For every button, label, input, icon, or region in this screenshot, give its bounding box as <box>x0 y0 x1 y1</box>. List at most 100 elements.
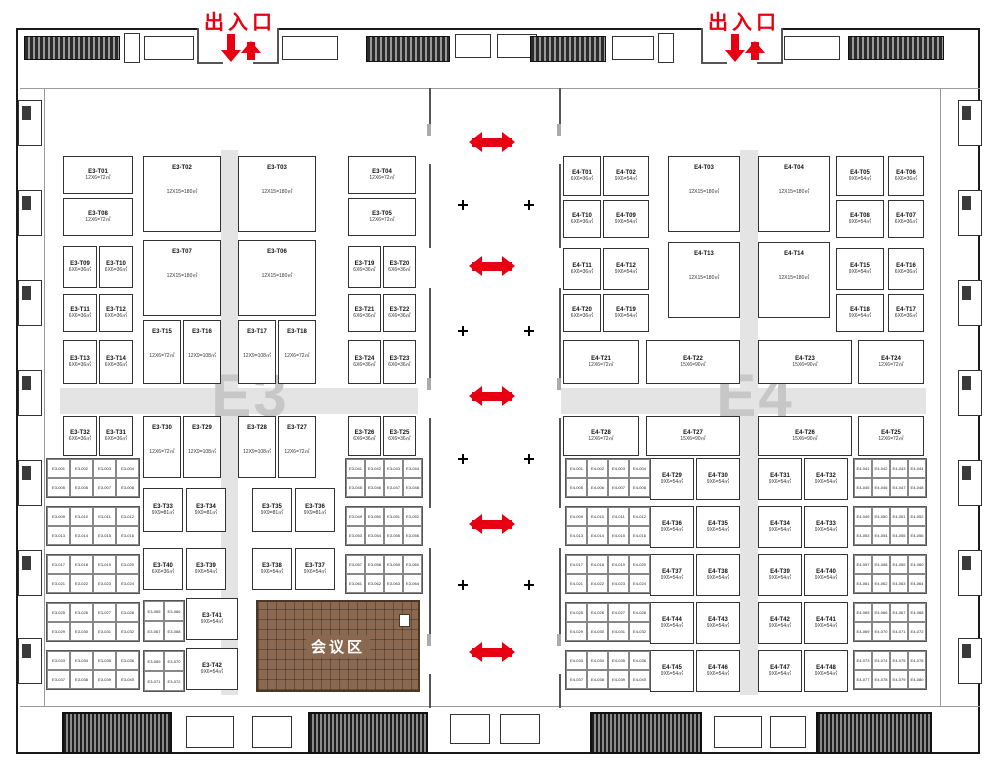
door-opening <box>555 508 565 548</box>
booth-id: E4-T31 <box>770 473 790 479</box>
booth-size: 12X6=72㎡ <box>369 175 395 181</box>
booth-id: E3-T23 <box>389 356 410 362</box>
booth-id: E3-T06 <box>267 249 287 255</box>
booth-id: E3-T01 <box>88 169 108 175</box>
booth-E4-064: E4-064 <box>908 574 926 593</box>
booth-id: E4-T01 <box>572 170 592 176</box>
booth-size: 15X6=90㎡ <box>680 362 706 368</box>
booth-E4-022: E4-022 <box>587 574 608 593</box>
booth-E3-064: E3-064 <box>403 574 422 593</box>
booth-E4-080: E4-080 <box>908 670 926 689</box>
booth-E4-036: E4-036 <box>629 651 650 670</box>
booth-E3-028: E3-028 <box>116 603 139 622</box>
booth-id: E4-T47 <box>770 665 790 671</box>
booth-size: 9X6=54㎡ <box>848 176 872 182</box>
booth-E4-059: E4-059 <box>890 555 908 574</box>
entrance-label-left: 出入口 <box>204 12 276 34</box>
arrow-up-icon <box>745 41 765 60</box>
booth-size: 12X6=72㎡ <box>85 217 111 223</box>
booth-id: E3-T05 <box>372 211 392 217</box>
booth-size: 9X6=54㎡ <box>706 623 730 629</box>
booth-E3-013: E3-013 <box>47 526 70 545</box>
booth-size: 12X6=72㎡ <box>149 449 175 455</box>
booth-id: E3-T26 <box>354 430 375 436</box>
booth-E3-055: E3-055 <box>384 526 403 545</box>
side-room <box>18 370 42 416</box>
booth-E4-013: E4-013 <box>566 526 587 545</box>
booth-size: 9X6=54㎡ <box>848 269 872 275</box>
booth-E4-066: E4-066 <box>872 603 890 622</box>
booth-size: 12X6=72㎡ <box>878 362 904 368</box>
booth-id: E3-T03 <box>267 165 287 171</box>
booth-size: 9X9=81㎡ <box>303 510 327 516</box>
booth-id: E3-T07 <box>172 249 192 255</box>
booth-size: 9X6=54㎡ <box>768 671 792 677</box>
booth-E3-053: E3-053 <box>346 526 365 545</box>
booth-E4-034: E4-034 <box>587 651 608 670</box>
booth-E3-070: E3-070 <box>164 651 184 671</box>
booth-E4-016: E4-016 <box>629 526 650 545</box>
booth-size: 9X6=54㎡ <box>660 623 684 629</box>
room-block <box>500 714 540 744</box>
booth-size: 15X6=90㎡ <box>792 436 818 442</box>
booth-E3-033: E3-033 <box>47 651 70 670</box>
booth-id: E4-T30 <box>708 473 728 479</box>
booth-id: E3-T27 <box>287 425 307 431</box>
booth-id: E3-T35 <box>262 504 282 510</box>
booth-E4-049: E4-049 <box>854 507 872 526</box>
booth-E3-041: E3-041 <box>346 459 365 478</box>
booth-id: E3-T17 <box>247 329 267 335</box>
booth-E3-014: E3-014 <box>70 526 93 545</box>
booth-size: 9X9=81㎡ <box>260 510 284 516</box>
entrance-wall <box>277 28 279 64</box>
booth-id: E3-T09 <box>70 261 90 267</box>
door-opening <box>555 248 565 288</box>
booth-E4-068: E4-068 <box>908 603 926 622</box>
booth-E3-045: E3-045 <box>346 478 365 497</box>
booth-size: 9X6=54㎡ <box>260 569 284 575</box>
side-room <box>18 550 42 596</box>
booth-E3-020: E3-020 <box>116 555 139 574</box>
booth-E4-035: E4-035 <box>608 651 629 670</box>
booth-size: 9X6=54㎡ <box>814 575 838 581</box>
stair-block <box>366 36 450 62</box>
booth-E4-019: E4-019 <box>608 555 629 574</box>
booth-E4-015: E4-015 <box>608 526 629 545</box>
booth-E4-010: E4-010 <box>587 507 608 526</box>
booth-id: E3-T16 <box>192 329 212 335</box>
column-marker-icon <box>458 200 468 210</box>
room-block <box>784 36 840 60</box>
booth-id: E4-T41 <box>816 617 836 623</box>
booth-size: 6X6=36㎡ <box>570 269 594 275</box>
entrance-opening-right <box>703 24 781 34</box>
booth-size: 6X6=36㎡ <box>894 219 918 225</box>
booth-E3-065: E3-065 <box>144 601 164 621</box>
booth-id: E4-T37 <box>662 569 682 575</box>
booth-id: E4-T29 <box>662 473 682 479</box>
